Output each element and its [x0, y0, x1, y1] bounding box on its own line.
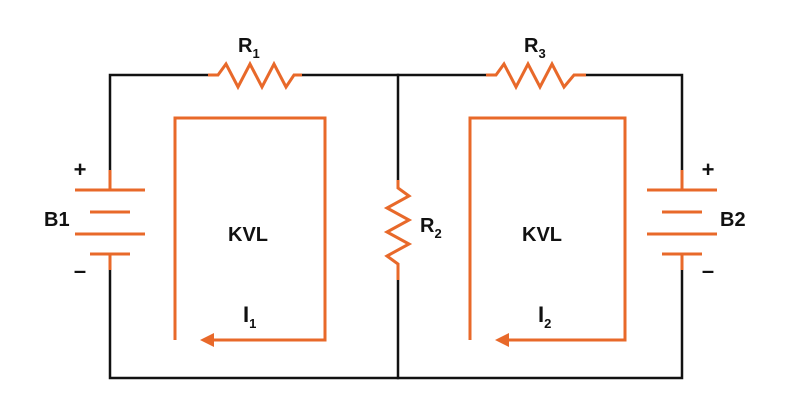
- resistor-r1-label: R1: [238, 35, 260, 61]
- battery-b1: + – B1: [44, 157, 145, 283]
- resistor-r1: R1: [208, 35, 302, 91]
- wire-top-left: [108, 73, 210, 172]
- resistor-r2-label: R2: [420, 215, 442, 241]
- battery-b2-minus-sign: –: [702, 258, 714, 283]
- kvl-loop-left-path: [173, 116, 327, 342]
- battery-b2-plus-sign: +: [702, 157, 715, 182]
- battery-b1-minus-sign: –: [74, 258, 86, 283]
- current-i2-label: I2: [538, 302, 551, 331]
- kvl-loop-right: KVL I2: [468, 116, 627, 347]
- kvl-loop-left: KVL I1: [173, 116, 327, 347]
- resistor-r3-zigzag: [486, 60, 586, 91]
- kvl-loop-right-path: [468, 116, 627, 342]
- kvl-loop-right-arrowhead-icon: [495, 333, 509, 347]
- wire-bottom: [108, 256, 684, 380]
- battery-b2: + – B2: [647, 157, 746, 283]
- kvl-loop-left-label: KVL: [228, 224, 268, 246]
- battery-b2-label: B2: [720, 209, 746, 231]
- wire-top-right: [584, 73, 684, 172]
- battery-b1-label: B1: [44, 209, 70, 231]
- kvl-loop-left-arrowhead-icon: [200, 333, 214, 347]
- wires: [108, 73, 684, 380]
- current-i1-label: I1: [243, 302, 256, 331]
- resistor-r3-label: R3: [524, 35, 546, 61]
- resistor-r3: R3: [486, 35, 586, 91]
- resistor-r1-zigzag: [208, 60, 302, 91]
- resistor-r2-zigzag: [383, 180, 413, 280]
- kvl-loop-right-label: KVL: [522, 224, 562, 246]
- resistor-r2: R2: [383, 180, 442, 280]
- battery-b1-plus-sign: +: [74, 157, 87, 182]
